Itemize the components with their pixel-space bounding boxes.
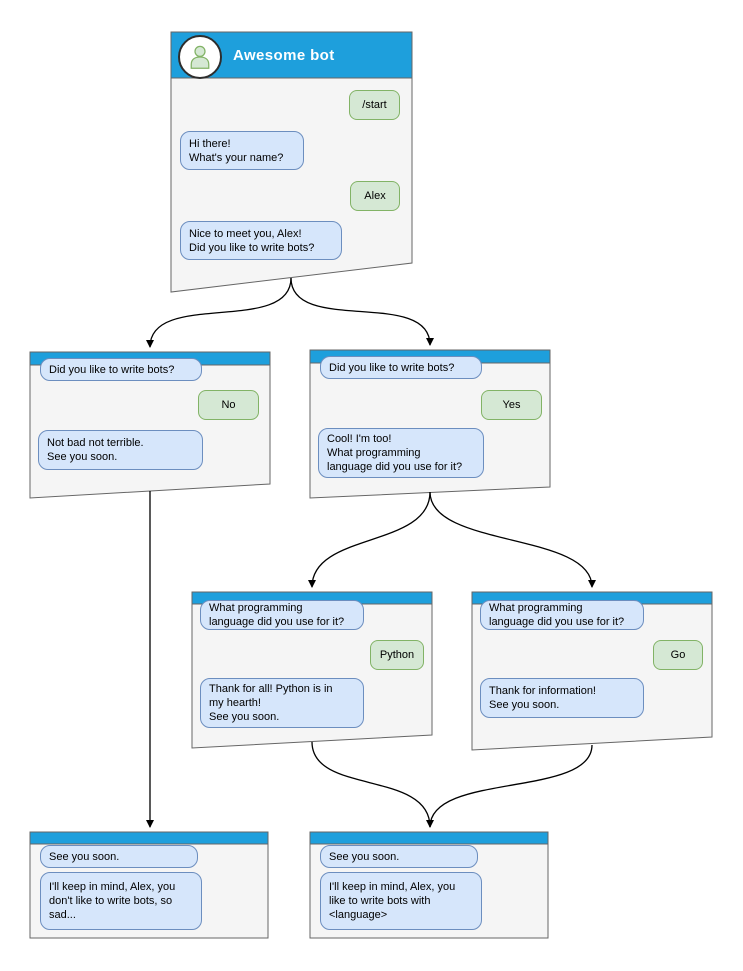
bot-message-bubble: Thank for all! Python is in my hearth! S…	[200, 678, 364, 728]
bot-avatar	[178, 35, 222, 79]
user-message-bubble: No	[198, 390, 259, 420]
user-message-bubble: Python	[370, 640, 424, 670]
chat-window-branch-python: What programming language did you use fo…	[192, 592, 432, 748]
bot-title: Awesome bot	[233, 46, 335, 64]
bot-message-bubble: Nice to meet you, Alex! Did you like to …	[180, 221, 342, 260]
flow-arrow-root-to-yes	[290, 277, 434, 346]
chat-window-header-end-language	[309, 831, 549, 845]
flow-arrow-yes-to-go	[429, 491, 596, 588]
chat-window-root: Awesome bot /start Hi there! What's your…	[171, 32, 412, 292]
user-message-bubble: Alex	[350, 181, 400, 211]
bot-message-bubble: Not bad not terrible. See you soon.	[38, 430, 203, 470]
bot-message-bubble: Thank for information! See you soon.	[480, 678, 644, 718]
bot-message-bubble: What programming language did you use fo…	[480, 600, 644, 630]
bot-message-bubble: Cool! I'm too! What programming language…	[318, 428, 484, 478]
bot-message-bubble: I'll keep in mind, Alex, you don't like …	[40, 872, 202, 930]
bot-message-bubble: See you soon.	[40, 845, 198, 868]
bot-message-bubble: Did you like to write bots?	[40, 358, 202, 381]
chat-window-header-end-no	[29, 831, 269, 845]
chat-window-end-language: See you soon. I'll keep in mind, Alex, y…	[310, 832, 548, 938]
user-message-bubble: /start	[349, 90, 400, 120]
bot-message-bubble: See you soon.	[320, 845, 478, 868]
user-message-bubble: Go	[653, 640, 703, 670]
bot-message-bubble: I'll keep in mind, Alex, you like to wri…	[320, 872, 482, 930]
bot-message-bubble: Did you like to write bots?	[320, 356, 482, 379]
chat-window-branch-go: What programming language did you use fo…	[472, 592, 712, 750]
chat-window-branch-no: Did you like to write bots? No Not bad n…	[30, 352, 270, 498]
chat-window-branch-yes: Did you like to write bots? Yes Cool! I'…	[310, 350, 550, 498]
bot-message-bubble: Hi there! What's your name?	[180, 131, 304, 170]
flow-arrow-go-to-end	[429, 744, 593, 828]
bot-message-bubble: What programming language did you use fo…	[200, 600, 364, 630]
user-avatar-icon	[190, 45, 210, 69]
user-message-bubble: Yes	[481, 390, 542, 420]
chat-window-end-no: See you soon. I'll keep in mind, Alex, y…	[30, 832, 268, 938]
flow-arrow-root-to-no	[146, 277, 292, 348]
flow-arrow-python-to-end	[311, 741, 434, 828]
flow-arrow-yes-to-python	[308, 491, 431, 588]
